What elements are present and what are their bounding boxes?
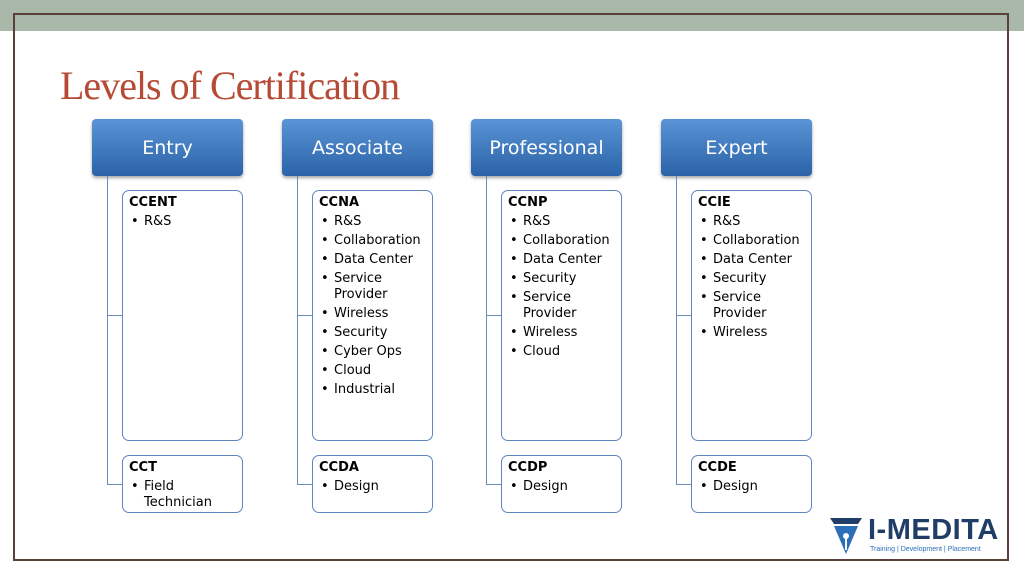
cert-track-item: Design: [508, 479, 615, 495]
cert-card-title: CCENT: [129, 195, 177, 210]
level-header-associate: Associate: [282, 119, 433, 176]
top-bar: [0, 0, 1024, 31]
cert-track-item: Collaboration: [508, 233, 615, 249]
cert-track-item: Service Provider: [319, 271, 426, 303]
cert-track-item: R&S: [129, 214, 236, 230]
cert-track-item: R&S: [508, 214, 615, 230]
cert-card-title: CCIE: [698, 195, 731, 210]
connector-line: [297, 315, 312, 316]
cert-card-title: CCNP: [508, 195, 548, 210]
cert-card-title: CCDE: [698, 460, 737, 475]
cert-track-item: Data Center: [508, 252, 615, 268]
connector-line: [297, 176, 298, 484]
cert-track-item: Security: [508, 271, 615, 287]
connector-line: [676, 484, 691, 485]
cert-card-ccdp: CCDP Design: [501, 455, 622, 513]
connector-line: [107, 315, 122, 316]
cert-track-item: Data Center: [319, 252, 426, 268]
cert-track-item: Industrial: [319, 382, 426, 398]
cert-card-title: CCT: [129, 460, 157, 475]
cert-track-item: Collaboration: [319, 233, 426, 249]
cert-card-ccna: CCNA R&S Collaboration Data Center Servi…: [312, 190, 433, 441]
cert-track-item: Wireless: [698, 325, 805, 341]
pen-nib-icon: [830, 518, 862, 554]
level-header-entry: Entry: [92, 119, 243, 176]
connector-line: [297, 484, 312, 485]
slide-frame: [13, 13, 1009, 561]
cert-card-cct: CCT Field Technician: [122, 455, 243, 513]
page-title: Levels of Certification: [60, 63, 400, 108]
cert-card-title: CCDP: [508, 460, 548, 475]
connector-line: [676, 315, 691, 316]
cert-card-ccnp: CCNP R&S Collaboration Data Center Secur…: [501, 190, 622, 441]
cert-card-title: CCDA: [319, 460, 359, 475]
cert-track-item: Security: [698, 271, 805, 287]
connector-line: [107, 484, 122, 485]
cert-track-item: Field Technician: [129, 479, 236, 511]
cert-track-item: Service Provider: [698, 290, 805, 322]
cert-track-item: Design: [698, 479, 805, 495]
connector-line: [107, 176, 108, 484]
cert-card-ccde: CCDE Design: [691, 455, 812, 513]
level-header-professional: Professional: [471, 119, 622, 176]
cert-card-ccent: CCENT R&S: [122, 190, 243, 441]
cert-track-item: Cloud: [508, 344, 615, 360]
cert-track-item: Design: [319, 479, 426, 495]
cert-card-ccda: CCDA Design: [312, 455, 433, 513]
imedita-logo: I-MEDITA Training | Development | Placem…: [828, 512, 1003, 558]
cert-track-item: Security: [319, 325, 426, 341]
cert-track-item: Collaboration: [698, 233, 805, 249]
connector-line: [486, 315, 501, 316]
connector-line: [486, 176, 487, 484]
logo-wordmark: I-MEDITA: [868, 514, 999, 546]
connector-line: [676, 176, 677, 484]
cert-track-item: Service Provider: [508, 290, 615, 322]
cert-track-item: R&S: [319, 214, 426, 230]
cert-card-ccie: CCIE R&S Collaboration Data Center Secur…: [691, 190, 812, 441]
cert-track-item: Cyber Ops: [319, 344, 426, 360]
cert-track-item: Wireless: [319, 306, 426, 322]
logo-tagline: Training | Development | Placement: [870, 546, 981, 553]
level-header-expert: Expert: [661, 119, 812, 176]
cert-track-item: Wireless: [508, 325, 615, 341]
cert-card-title: CCNA: [319, 195, 360, 210]
cert-track-item: Data Center: [698, 252, 805, 268]
connector-line: [486, 484, 501, 485]
cert-track-item: Cloud: [319, 363, 426, 379]
cert-track-item: R&S: [698, 214, 805, 230]
